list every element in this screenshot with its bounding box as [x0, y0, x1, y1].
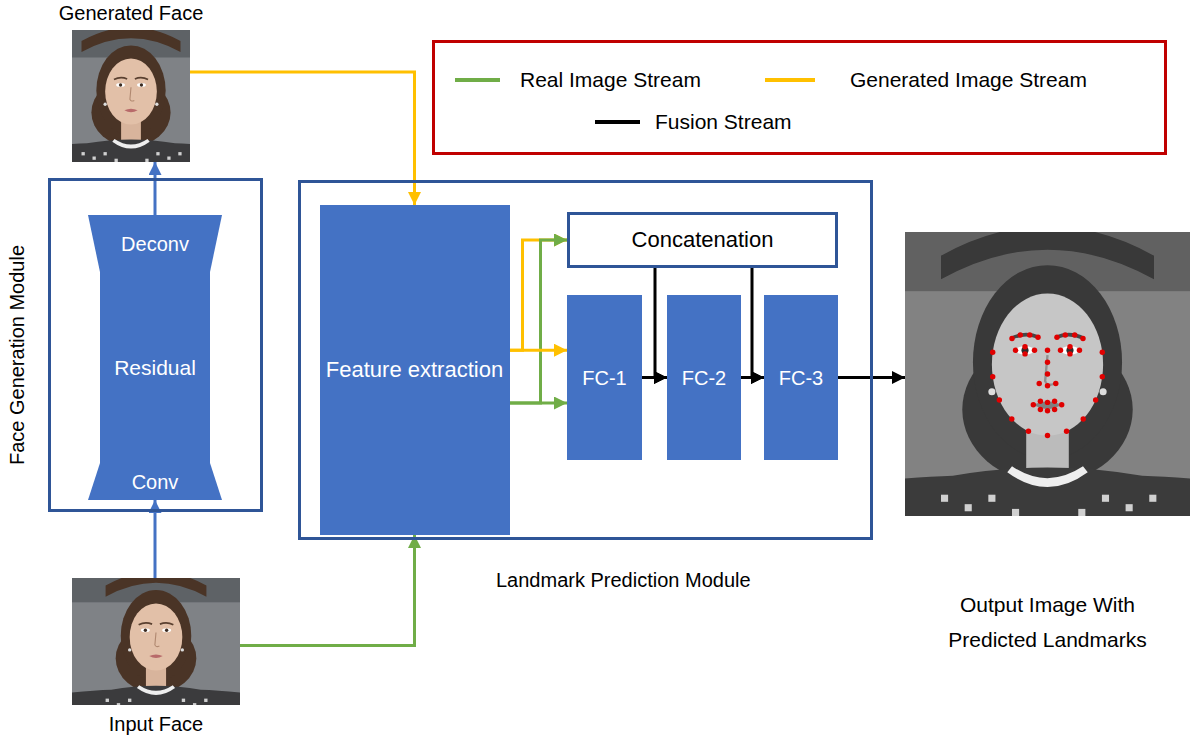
landmark-dot [1036, 381, 1041, 386]
landmark-dot [1063, 332, 1068, 337]
landmark-dot [1045, 348, 1050, 353]
caption-text: Face Generation Module [5, 245, 29, 465]
trapezoid-box: Conv [88, 463, 222, 500]
caption-text: Landmark Prediction Module [496, 568, 751, 592]
landmark-dot [990, 374, 995, 379]
box-label: Conv [132, 470, 179, 494]
landmark-dot [990, 350, 995, 355]
process-box: Feature extraction [320, 205, 510, 535]
image-frame: Output Image With Predicted Landmarks [905, 232, 1190, 516]
process-box: FC-1 [567, 295, 642, 460]
stream-arrow [190, 72, 415, 205]
image-frame: Input Face [72, 578, 240, 705]
landmark-dot [1067, 344, 1072, 349]
box-label: FC-2 [682, 366, 726, 390]
landmark-dot [1045, 383, 1050, 388]
landmark-dot [1067, 351, 1072, 356]
module-outline: Feature extraction ConcatenationFC-1 FC-2 F… [298, 180, 873, 540]
landmark-dot [997, 397, 1002, 402]
legend-label: Generated Image Stream [850, 68, 1087, 92]
stream-arrow [240, 535, 415, 646]
landmark-dot [1022, 351, 1027, 356]
legend-line-sample [455, 78, 500, 82]
box-label: FC-3 [779, 366, 823, 390]
legend-line-sample [595, 120, 640, 124]
face-picture [515, 0, 1199, 742]
landmark-dot [1052, 407, 1057, 412]
box-label: Residual [114, 355, 196, 380]
trapezoid-fill [88, 215, 222, 272]
landmark-dot [1032, 348, 1037, 353]
caption-text: Output Image With Predicted Landmarks [933, 588, 1163, 657]
output-face-photo [515, 0, 1199, 742]
landmark-dot [1045, 400, 1050, 405]
landmark-dot [1045, 433, 1050, 438]
landmark-dot [1022, 344, 1027, 349]
landmark-dot [1038, 398, 1043, 403]
module-outline: DeconvResidualConvFace Generation Module [48, 178, 263, 512]
landmark-dot [1027, 332, 1032, 337]
box-label: Concatenation [632, 227, 774, 253]
box-label: FC-1 [582, 366, 626, 390]
stream-arrow [741, 376, 764, 379]
landmark-dot [1031, 402, 1036, 407]
landmark-dot [1080, 336, 1085, 341]
process-box: Residual [100, 272, 210, 463]
landmark-dot [1072, 332, 1077, 337]
landmark-dot [1045, 408, 1050, 413]
landmark-dots [990, 332, 1105, 438]
landmark-dot [1054, 335, 1059, 340]
landmark-dot [1081, 416, 1086, 421]
legend-samples [435, 43, 1164, 152]
legend-line-sample [765, 78, 815, 82]
landmark-dot [1052, 398, 1057, 403]
landmark-dot [1100, 350, 1105, 355]
trapezoid-fill [88, 463, 222, 500]
process-box: FC-3 [764, 295, 838, 460]
stream-arrow [510, 349, 568, 352]
landmark-dot [1058, 348, 1063, 353]
stream-arrow [510, 240, 568, 350]
landmark-dot [1026, 429, 1031, 434]
landmark-dot [1009, 336, 1014, 341]
legend-box: Real Image Stream Generated Image StreamF… [432, 40, 1167, 155]
landmark-dot [1018, 332, 1023, 337]
process-box: FC-2 [667, 295, 741, 460]
landmark-dot [1045, 371, 1050, 376]
trapezoid-box: Deconv [88, 215, 222, 272]
legend-label: Fusion Stream [655, 110, 792, 134]
stream-arrow [154, 162, 157, 215]
caption-text: Input Face [109, 712, 204, 736]
landmark-dot [1045, 359, 1050, 364]
stream-arrow [510, 240, 568, 403]
process-box: Concatenation [567, 212, 838, 268]
caption-text: Generated Face [59, 1, 204, 25]
landmark-dot [1038, 407, 1043, 412]
stream-arrow [655, 268, 667, 378]
box-label: Feature extraction [326, 357, 503, 383]
landmark-dot [1077, 348, 1082, 353]
stream-arrow [510, 402, 568, 405]
landmark-dot [1059, 402, 1064, 407]
image-frame: Generated Face [72, 30, 190, 162]
landmark-dot [1035, 335, 1040, 340]
box-label: Deconv [121, 232, 189, 256]
landmark-dot [1009, 416, 1014, 421]
landmark-dot [1053, 381, 1058, 386]
landmark-dot [1064, 429, 1069, 434]
landmark-dot [1100, 374, 1105, 379]
legend-label: Real Image Stream [520, 68, 701, 92]
stream-arrow [642, 376, 667, 379]
landmark-dot [1013, 348, 1018, 353]
landmark-dot [1093, 397, 1098, 402]
stream-arrow [752, 268, 764, 378]
